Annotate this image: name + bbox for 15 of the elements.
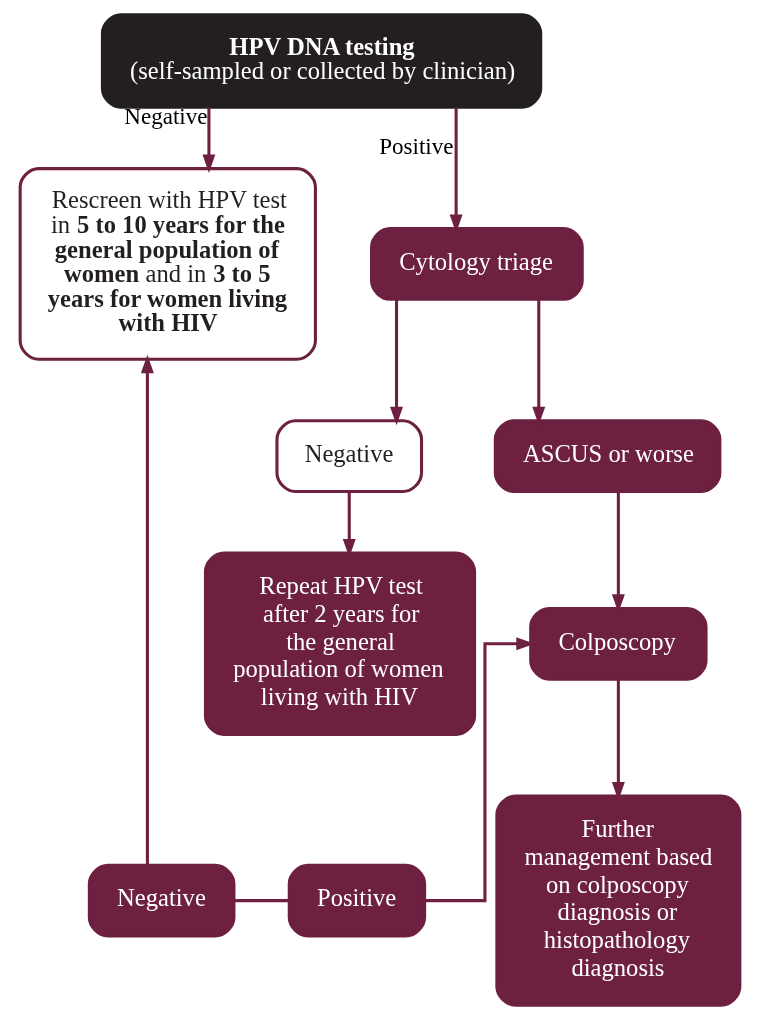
arrow — [390, 299, 403, 426]
node-box: Positive — [287, 863, 427, 938]
node-box: Colposcopy — [529, 606, 708, 681]
node-box: Negative — [275, 419, 424, 494]
node-box: Further management based on colposcopy diagnosis or histopathology diagnosis — [495, 794, 742, 1007]
node-box: HPV DNA testing (self-sampled or collected by clinician) — [100, 13, 543, 109]
node-box: Repeat HPV test after 2 years for the general population of women living with HIV — [203, 551, 477, 737]
arrow — [140, 354, 154, 865]
arrow — [202, 107, 216, 173]
node-box: ASCUS or worse — [493, 419, 722, 494]
connector — [234, 899, 289, 903]
node-box: Negative — [87, 863, 236, 938]
node-box: Rescreen with HPV test in 5 to 10 years for the general population of women and in 3 to 5 years for women living with HIV — [18, 167, 317, 361]
edge-label: Positive — [379, 133, 454, 160]
node-box: Cytology triage — [370, 227, 584, 301]
